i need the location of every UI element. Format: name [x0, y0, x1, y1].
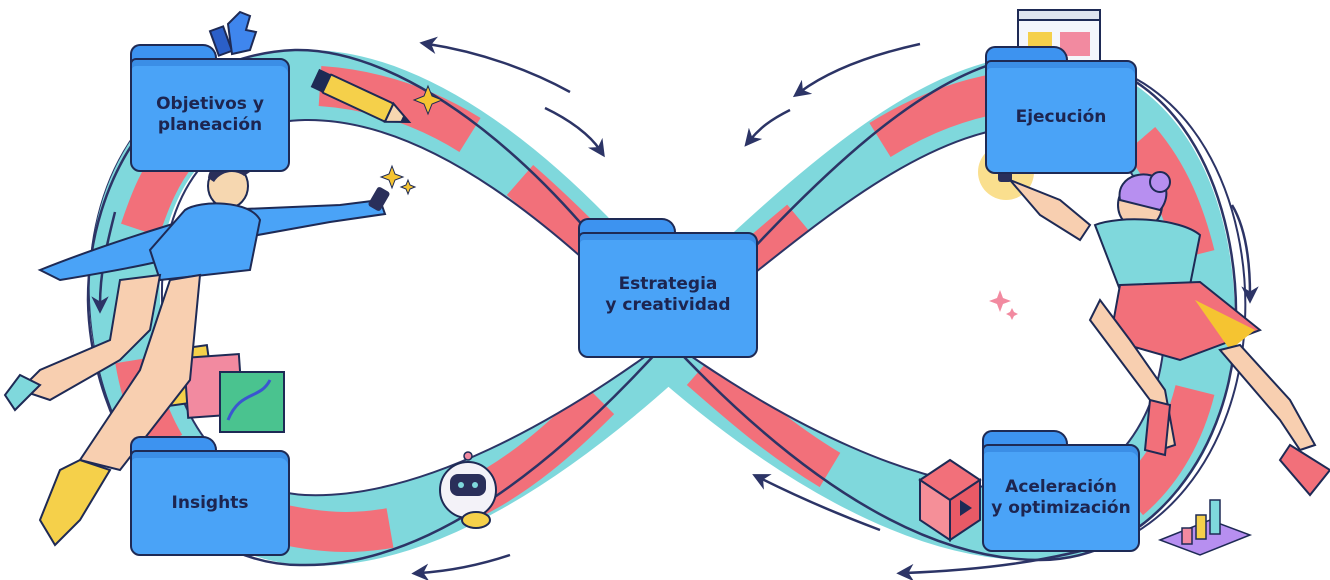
thumbs-up-icon	[208, 10, 258, 57]
stage-label-ejecucion: Ejecución	[1015, 106, 1107, 127]
sparkle-icon	[379, 84, 1018, 320]
folder-ejecucion[interactable]: Ejecución	[985, 46, 1137, 174]
person-left	[3, 161, 390, 547]
video-cube-icon	[918, 458, 982, 542]
stage-label-insights: Insights	[171, 492, 249, 513]
folder-insights[interactable]: Insights	[130, 436, 290, 556]
stage-label-objetivos: Objetivos y planeación	[156, 94, 264, 135]
bar-chart-icon	[1157, 499, 1253, 556]
stage-label-aceleracion: Aceleración y optimización	[991, 477, 1131, 518]
pencil-icon	[310, 68, 412, 123]
person-right	[978, 144, 1330, 497]
folder-aceleracion[interactable]: Aceleración y optimización	[982, 430, 1140, 552]
folder-objetivos[interactable]: Objetivos y planeación	[130, 44, 290, 172]
stage-label-estrategia: Estrategia y creatividad	[605, 274, 731, 315]
folder-estrategia[interactable]: Estrategia y creatividad	[578, 218, 758, 358]
robot-icon	[439, 451, 497, 529]
